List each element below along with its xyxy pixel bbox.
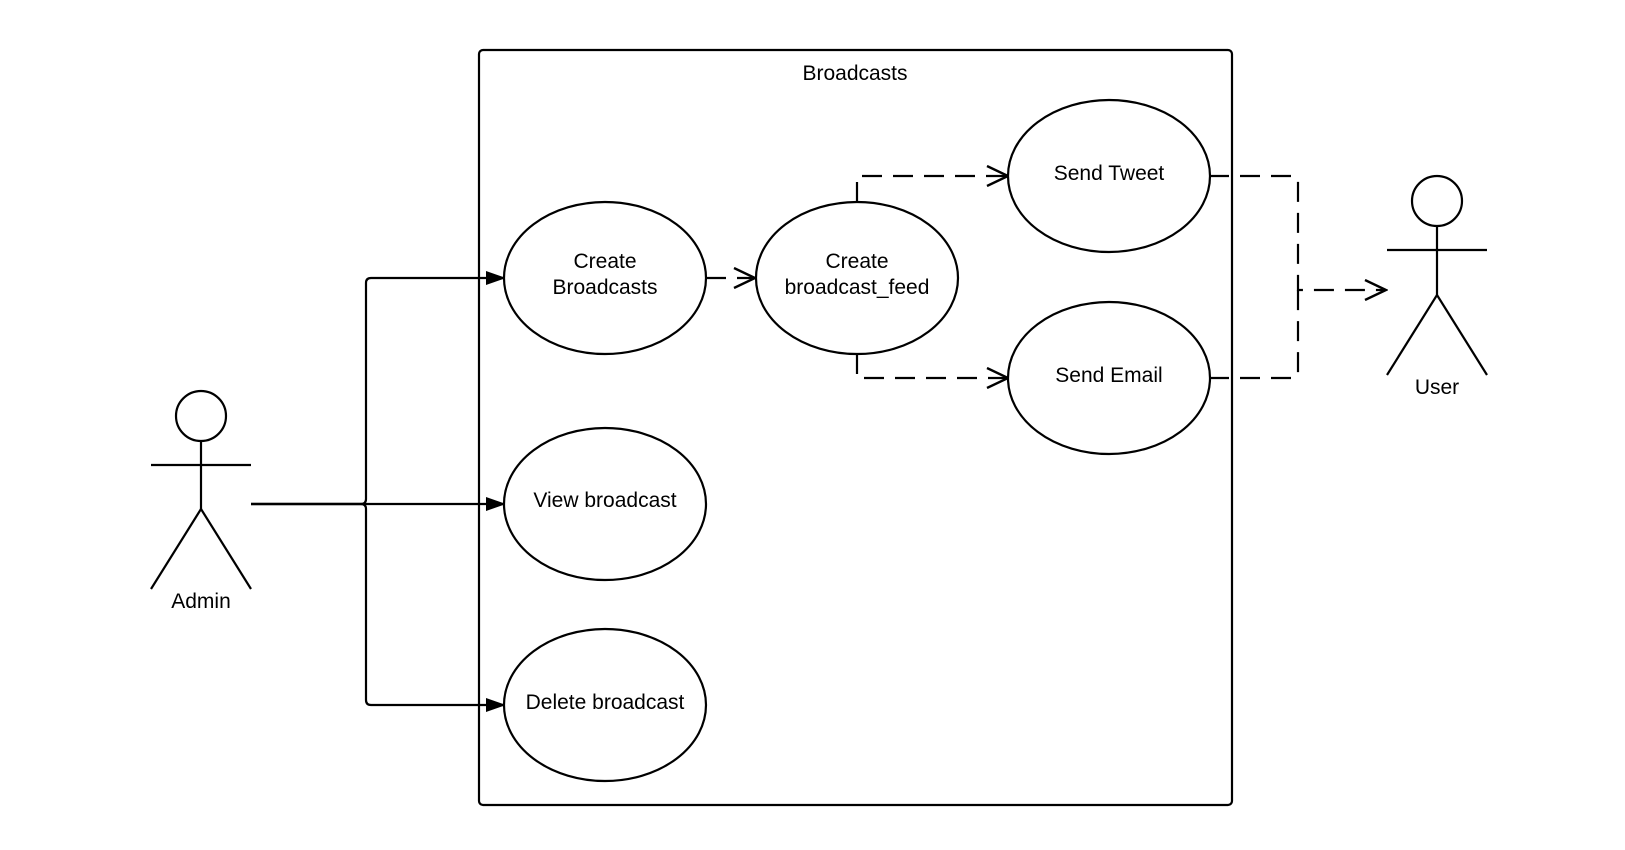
actor-admin-right-leg xyxy=(200,508,252,590)
connector-feed-to-send-tweet xyxy=(855,176,1008,202)
system-boundary-box xyxy=(477,48,1234,807)
use-case-view-broadcast[interactable]: View broadcast xyxy=(502,426,708,582)
connector-admin-create-broadcasts xyxy=(251,271,506,506)
use-case-create-broadcasts-label-line2: Broadcasts xyxy=(552,276,657,299)
admin-connectors xyxy=(251,271,506,712)
use-case-send-email-label: Send Email xyxy=(1055,364,1162,387)
connector-feed-to-send-email xyxy=(855,354,1008,378)
actor-user-head xyxy=(1410,174,1464,228)
connector-send-email-to-user xyxy=(1209,290,1300,380)
use-case-view-broadcast-label: View broadcast xyxy=(533,489,676,512)
actor-admin: Admin xyxy=(150,389,252,613)
actor-admin-label: Admin xyxy=(171,590,231,613)
use-case-delete-broadcast-shape xyxy=(502,627,708,783)
use-case-send-tweet[interactable]: Send Tweet xyxy=(1006,98,1212,254)
use-case-create-broadcast-feed-label: Create xyxy=(825,250,888,273)
use-case-send-email[interactable]: Send Email xyxy=(1006,300,1212,456)
use-case-create-broadcasts-label: Create xyxy=(573,250,636,273)
system-boundary-title: Broadcasts xyxy=(802,62,907,85)
use-case-delete-broadcast-label: Delete broadcast xyxy=(526,691,685,714)
use-case-create-broadcasts[interactable]: Create Broadcasts xyxy=(502,200,708,356)
use-case-create-broadcast-feed-label-line2: broadcast_feed xyxy=(785,276,930,299)
use-case-create-broadcast-feed-shape xyxy=(754,200,960,356)
actor-user-left-leg xyxy=(1386,294,1438,376)
use-case-send-tweet-shape xyxy=(1006,98,1212,254)
dependency-connectors xyxy=(706,176,1386,378)
actor-user: User xyxy=(1386,174,1488,399)
use-case-view-broadcast-shape xyxy=(502,426,708,582)
use-case-create-broadcasts-shape xyxy=(502,200,708,356)
actor-admin-left-leg xyxy=(150,508,202,590)
actor-user-right-leg xyxy=(1436,294,1488,376)
use-case-create-broadcast-feed[interactable]: Create broadcast_feed xyxy=(754,200,960,356)
connector-admin-delete-broadcast xyxy=(251,502,506,712)
use-case-send-tweet-label: Send Tweet xyxy=(1054,162,1165,185)
use-case-send-email-shape xyxy=(1006,300,1212,456)
actor-user-label: User xyxy=(1415,376,1459,399)
connector-send-tweet-to-user xyxy=(1209,174,1386,290)
use-case-delete-broadcast[interactable]: Delete broadcast xyxy=(502,627,708,783)
actor-admin-head xyxy=(174,389,228,443)
system-boundary: Broadcasts xyxy=(477,48,1234,807)
